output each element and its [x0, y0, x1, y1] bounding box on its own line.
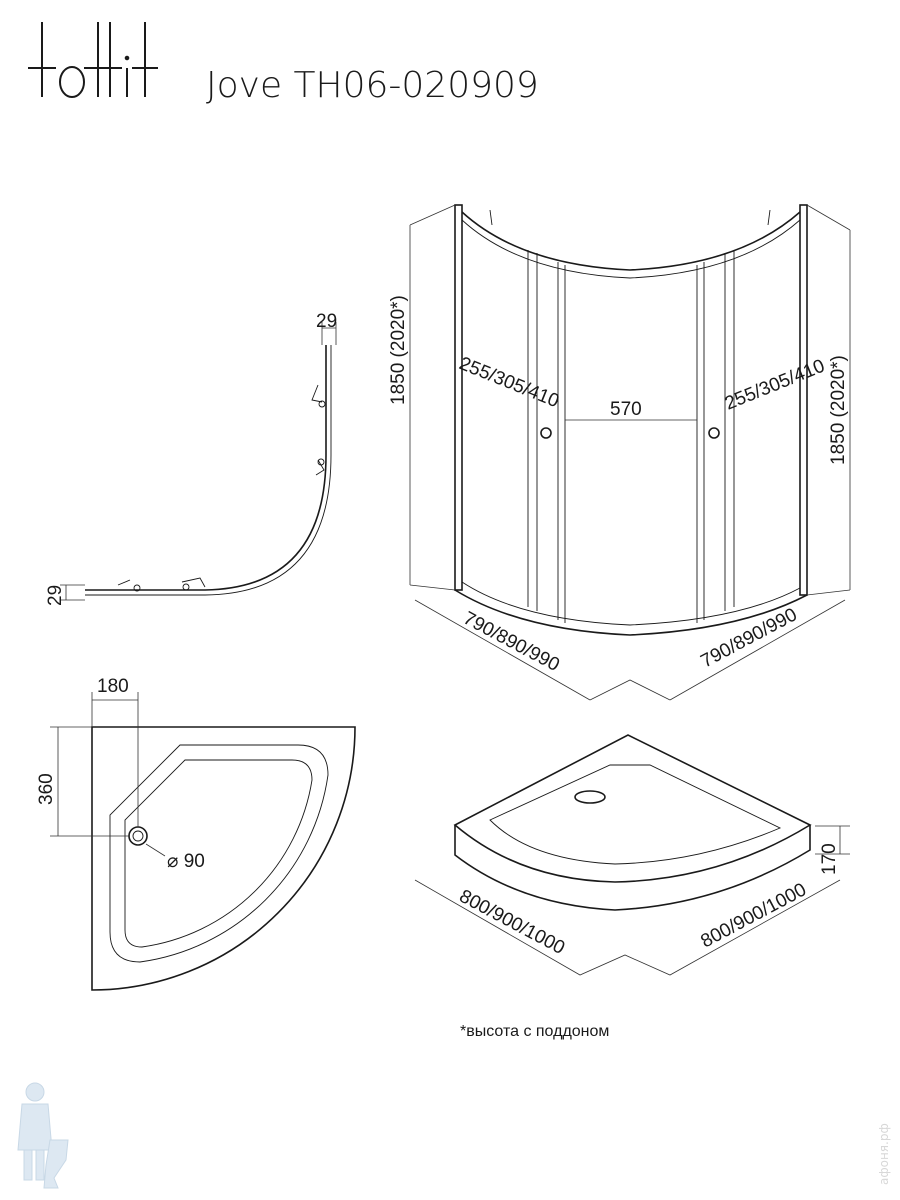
- profile-view: 29 29: [45, 311, 337, 606]
- width-right-dim: 790/890/990: [697, 604, 800, 672]
- height-left-dim: 1850 (2020*): [388, 295, 409, 405]
- plumber-mascot-icon: [17, 1082, 69, 1189]
- watermark: афоня.рф: [877, 1123, 891, 1185]
- profile-dim-top: 29: [316, 311, 337, 332]
- brand-logo: [28, 22, 158, 98]
- tray-width-left-dim: 800/900/1000: [456, 886, 568, 959]
- drain-diameter: ⌀ 90: [167, 851, 205, 872]
- door-left-dim: 255/305/410: [456, 353, 562, 412]
- tray-dim-y: 360: [36, 773, 57, 805]
- footnote: *высота с поддоном: [460, 1023, 609, 1040]
- width-left-dim: 790/890/990: [460, 608, 563, 676]
- enclosure-view: 570 255/305/410 255/305/410 1850 (2020*)…: [388, 204, 851, 701]
- door-center-dim: 570: [610, 399, 642, 420]
- tray-dim-x: 180: [97, 676, 129, 697]
- tray-width-right-dim: 800/900/1000: [697, 879, 809, 952]
- model-title: Jove TH06-020909: [206, 65, 539, 106]
- tray-height-dim: 170: [819, 843, 840, 875]
- profile-dim-left: 29: [45, 585, 66, 606]
- door-right-dim: 255/305/410: [722, 356, 828, 415]
- height-right-dim: 1850 (2020*): [828, 355, 849, 465]
- tray-plan-view: 180 360 ⌀ 90: [36, 676, 356, 991]
- tray-3d-view: 170 800/900/1000 800/900/1000: [414, 734, 850, 976]
